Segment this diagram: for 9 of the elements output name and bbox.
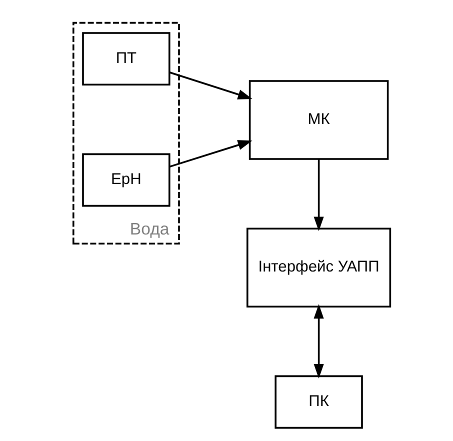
node-box: Інтерфейс УАПП: [246, 228, 391, 308]
node-box: EpH: [82, 153, 170, 207]
arrow: [168, 72, 252, 100]
node-box: ПТ: [82, 32, 170, 86]
node-box: МК: [248, 80, 388, 160]
arrow: [313, 304, 324, 378]
arrow: [168, 140, 252, 168]
node-box: ПК: [274, 375, 362, 429]
arrow: [313, 159, 324, 232]
